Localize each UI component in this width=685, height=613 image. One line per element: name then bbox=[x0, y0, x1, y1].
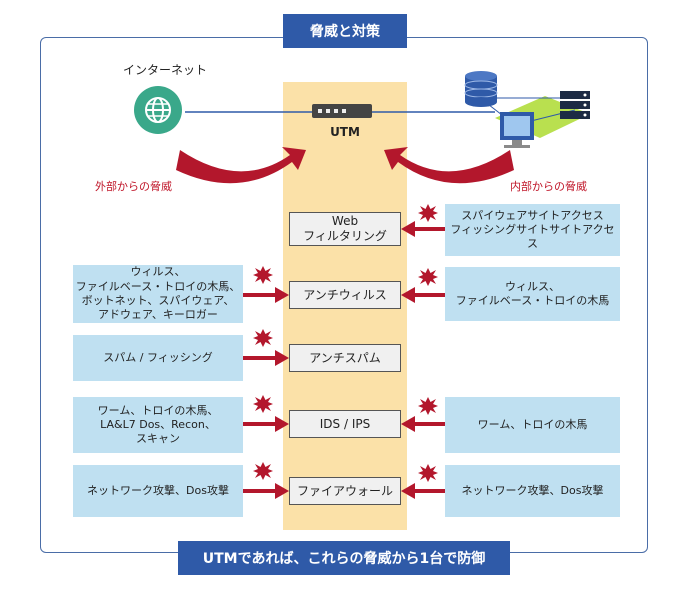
left-arrow bbox=[401, 268, 445, 303]
left-arrows bbox=[243, 266, 289, 499]
threat-burst-icon bbox=[418, 204, 438, 222]
antispam-box: アンチスパム bbox=[289, 344, 401, 372]
internet-label: インターネット bbox=[122, 63, 207, 77]
internal-threat-box: ウィルス、 ファイルベース・トロイの木馬 bbox=[445, 267, 620, 321]
right-arrow bbox=[243, 395, 289, 432]
footer-banner: UTMであれば、これらの脅威から1台で防御 bbox=[178, 541, 510, 575]
right-arrow bbox=[243, 266, 289, 303]
right-side-arrows bbox=[401, 204, 445, 499]
right-arrow bbox=[243, 329, 289, 366]
threat-burst-icon bbox=[418, 464, 438, 482]
threat-burst-icon bbox=[253, 266, 273, 284]
external-threat-box: ウィルス、 ファイルベース・トロイの木馬、 ボットネット、スパイウェア、 アドウ… bbox=[73, 265, 243, 323]
server-icon bbox=[560, 91, 590, 119]
threat-burst-icon bbox=[253, 395, 273, 413]
left-arrow bbox=[401, 397, 445, 432]
external-threat-arrow bbox=[176, 147, 306, 184]
right-arrow bbox=[243, 462, 289, 499]
utm-appliance-icon bbox=[312, 104, 372, 118]
firewall-box: ファイアウォール bbox=[289, 477, 401, 505]
external-threat-box: スパム / フィッシング bbox=[73, 335, 243, 381]
ids-ips-box: IDS / IPS bbox=[289, 410, 401, 438]
antivirus-box: アンチウィルス bbox=[289, 281, 401, 309]
internal-threat-box: スパイウェアサイトアクセス フィッシングサイトサイトアクセス bbox=[445, 204, 620, 256]
threat-burst-icon bbox=[418, 268, 438, 286]
external-threat-box: ネットワーク攻撃、Dos攻撃 bbox=[73, 465, 243, 517]
internal-threat-arrow bbox=[384, 147, 514, 184]
internal-threat-box: ワーム、トロイの木馬 bbox=[445, 397, 620, 453]
database-icon bbox=[464, 71, 498, 107]
threat-burst-icon bbox=[253, 329, 273, 347]
utm-label: UTM bbox=[330, 125, 360, 139]
left-arrow bbox=[401, 204, 445, 237]
threat-burst-icon bbox=[418, 397, 438, 415]
internal-threat-box: ネットワーク攻撃、Dos攻撃 bbox=[445, 465, 620, 517]
internal-threat-label: 内部からの脅威 bbox=[510, 180, 587, 193]
computer-monitor-icon bbox=[500, 112, 534, 148]
web-filtering-box: Web フィルタリング bbox=[289, 212, 401, 246]
external-threat-box: ワーム、トロイの木馬、 LA&L7 Dos、Recon、 スキャン bbox=[73, 397, 243, 453]
external-threat-label: 外部からの脅威 bbox=[95, 180, 172, 193]
globe-icon bbox=[134, 86, 182, 134]
diagram-title: 脅威と対策 bbox=[283, 14, 407, 48]
threat-burst-icon bbox=[253, 462, 273, 480]
left-arrow bbox=[401, 464, 445, 499]
